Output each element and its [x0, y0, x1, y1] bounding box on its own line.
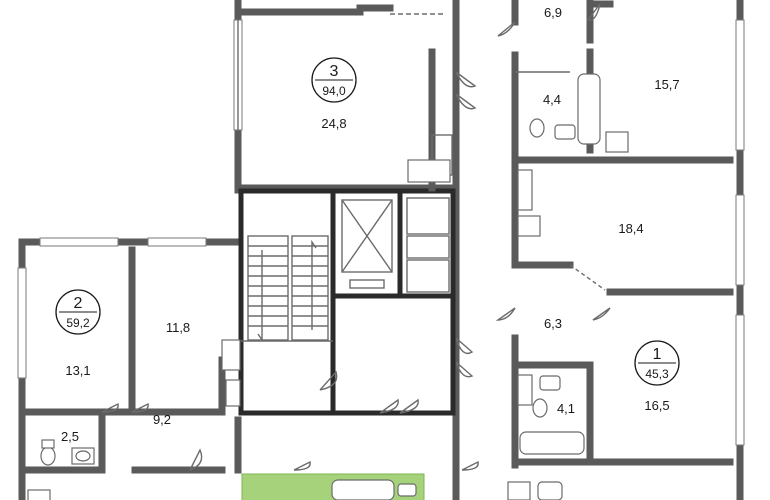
apartment-2-total-area: 59,2	[66, 316, 90, 330]
room-area-13-1: 13,1	[65, 363, 90, 378]
highlighted-bathtub	[331, 479, 395, 500]
apartment-3-badge: 3 94,0	[311, 57, 357, 103]
utility-shafts	[406, 197, 450, 293]
room-area-6-9: 6,9	[544, 5, 562, 20]
room-area-4-1: 4,1	[557, 401, 575, 416]
room-area-24-8: 24,8	[321, 116, 346, 131]
room-area-6-3: 6,3	[544, 316, 562, 331]
apartment-3-number: 3	[330, 63, 339, 80]
apartment-3-total-area: 94,0	[322, 84, 346, 98]
highlighted-sink	[397, 483, 417, 497]
apartment-2-walls	[17, 237, 242, 500]
apartment-1-number: 1	[653, 346, 662, 363]
apartment-1-badge: 1 45,3	[634, 340, 680, 386]
doors	[101, 3, 611, 471]
room-area-11-8: 11,8	[166, 320, 190, 335]
stair-core	[238, 188, 456, 416]
room-area-16-5: 16,5	[644, 398, 669, 413]
room-area-4-4: 4,4	[543, 92, 561, 107]
room-area-18-4: 18,4	[618, 221, 643, 236]
apartment-2-number: 2	[74, 295, 83, 312]
apartment-3-walls	[233, 13, 453, 192]
room-area-15-7: 15,7	[654, 77, 679, 92]
apartment-2-badge: 2 59,2	[55, 289, 101, 335]
room-area-2-5: 2,5	[61, 429, 79, 444]
stairs	[247, 235, 329, 343]
apartment-1-total-area: 45,3	[645, 367, 669, 381]
right-apartments-walls	[507, 0, 745, 500]
elevator-shaft	[341, 199, 393, 289]
room-area-9-2: 9,2	[153, 412, 171, 427]
